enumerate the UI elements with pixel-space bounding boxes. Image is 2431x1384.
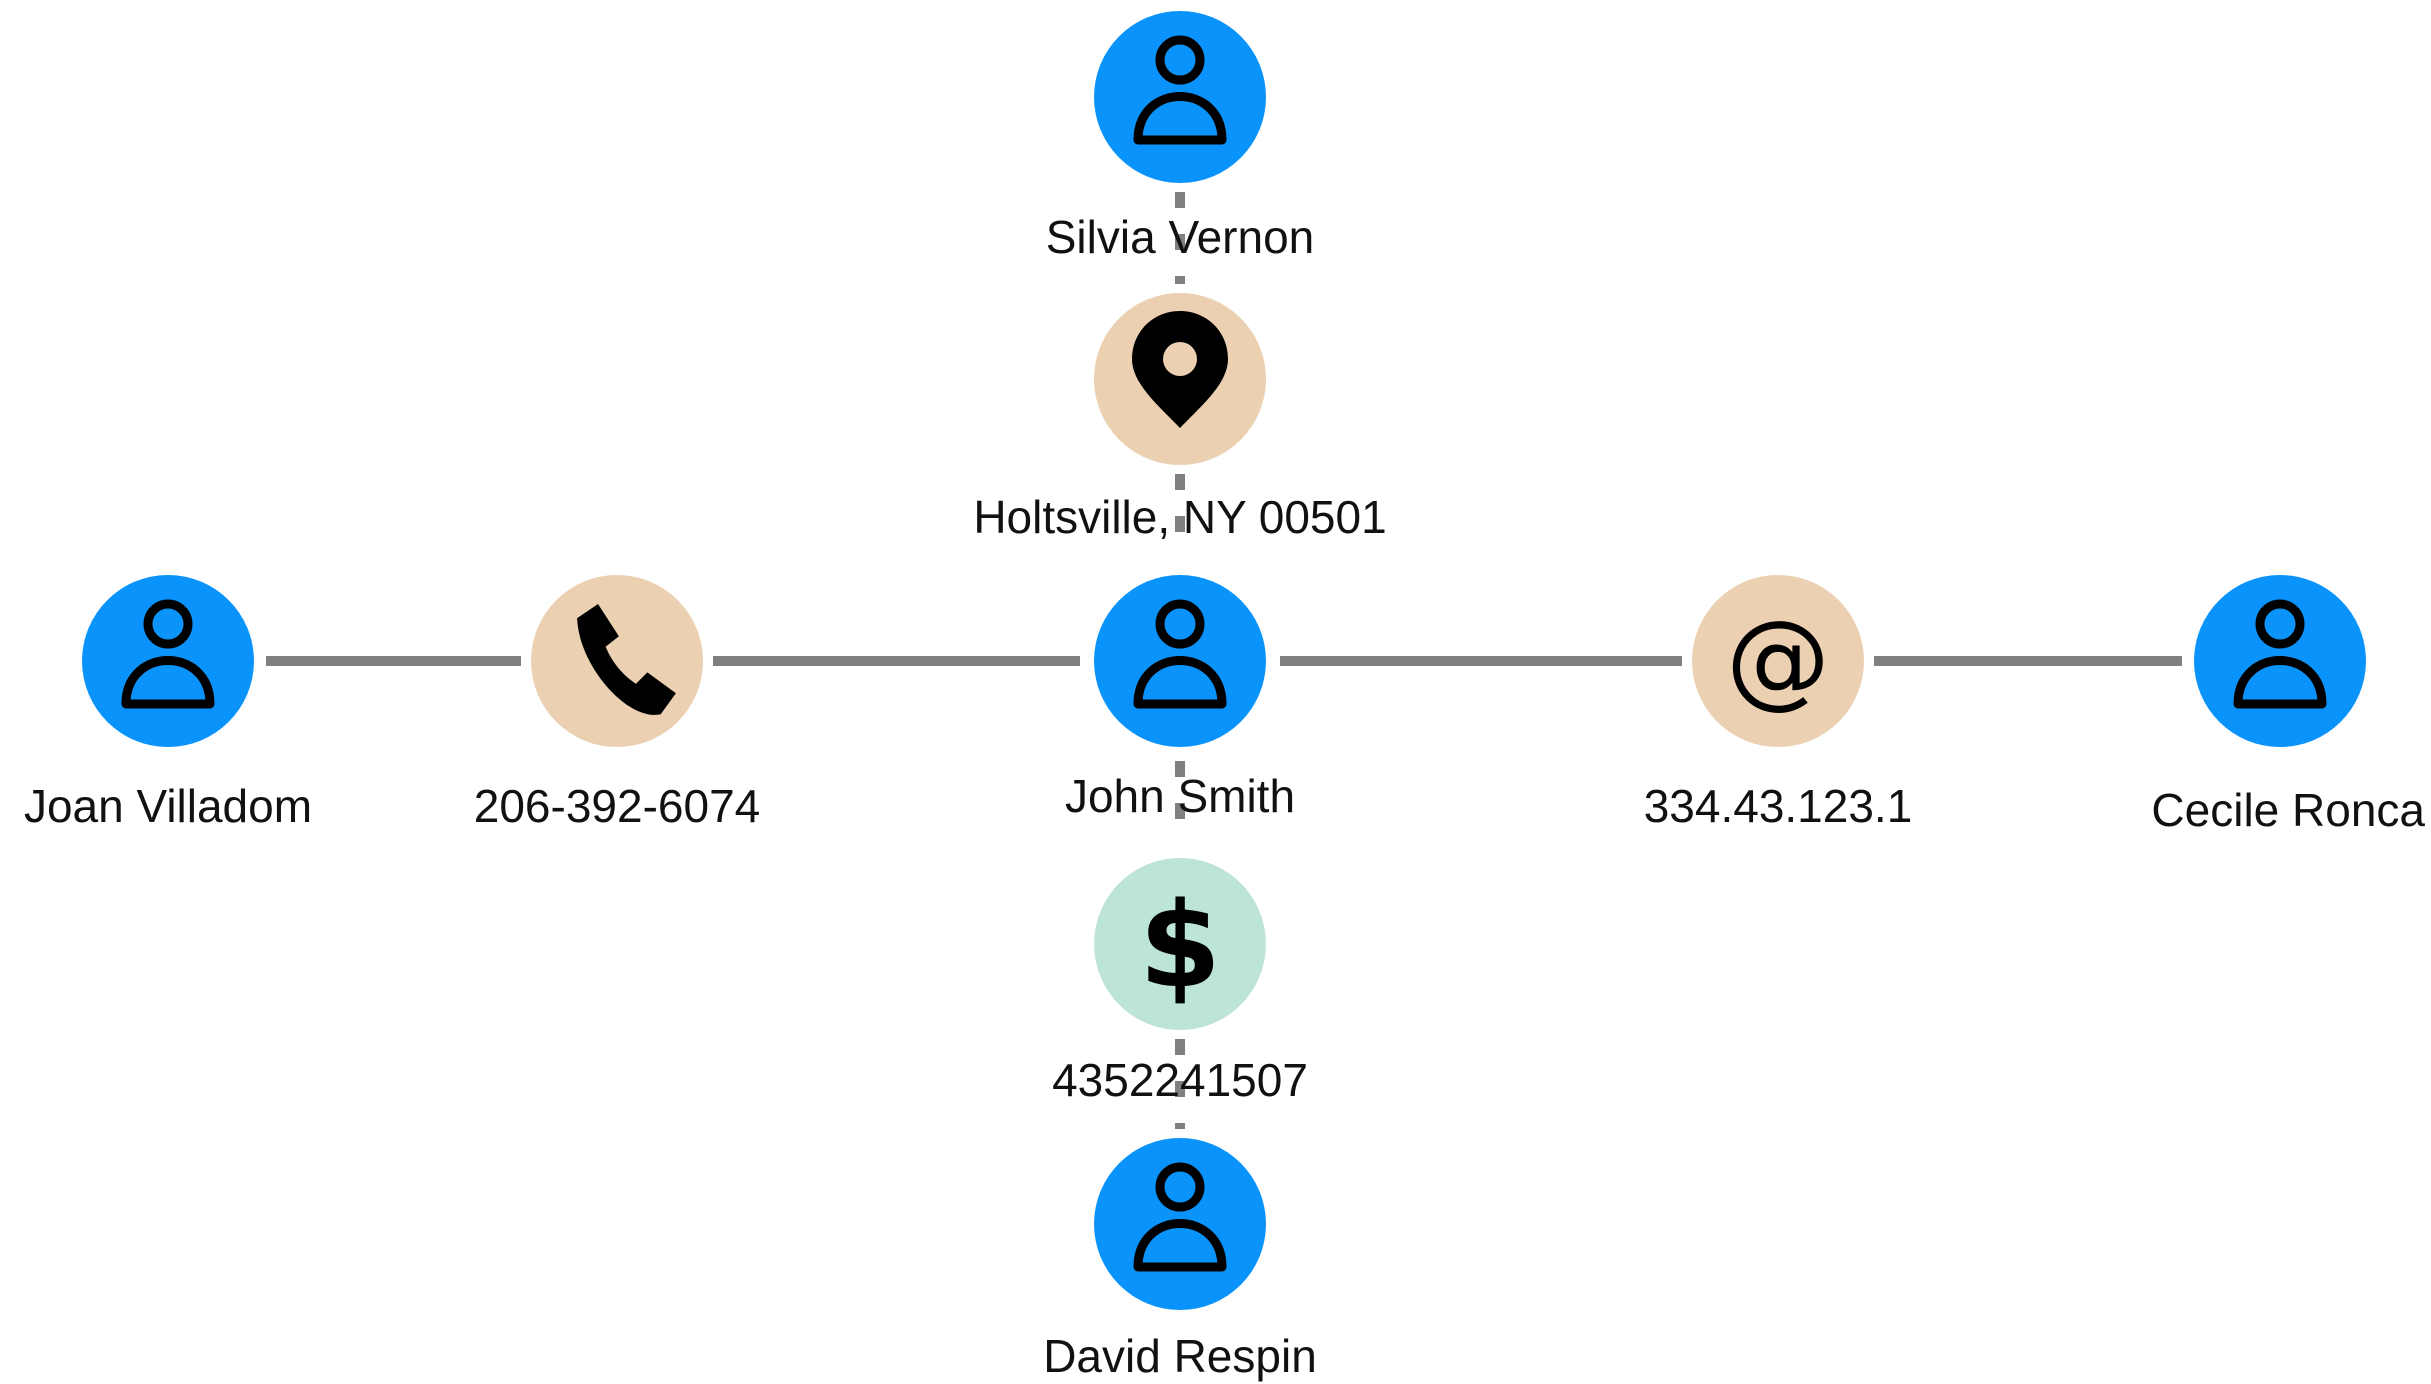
node-label-joan: Joan Villadom	[24, 780, 312, 832]
node-cecile[interactable]: Cecile Ronca	[2151, 575, 2425, 836]
at-sign-icon: @	[1726, 598, 1830, 720]
dollar-icon: $	[1139, 876, 1221, 1014]
node-silvia[interactable]: Silvia Vernon	[1046, 11, 1315, 263]
node-label-david: David Respin	[1043, 1330, 1317, 1382]
node-phone[interactable]: 206-392-6074	[474, 575, 760, 832]
node-joan[interactable]: Joan Villadom	[24, 575, 312, 832]
node-label-ip: 334.43.123.1	[1644, 780, 1913, 832]
node-address[interactable]: Holtsville, NY 00501	[973, 293, 1387, 543]
payment-node-circle[interactable]	[1094, 858, 1266, 1030]
attribute-node-circle[interactable]	[531, 575, 703, 747]
node-ip[interactable]: @334.43.123.1	[1644, 575, 1913, 832]
node-david[interactable]: David Respin	[1043, 1138, 1317, 1382]
node-label-cecile: Cecile Ronca	[2151, 784, 2425, 836]
node-label-john: John Smith	[1065, 770, 1295, 822]
attribute-node-circle[interactable]	[1692, 575, 1864, 747]
node-label-silvia: Silvia Vernon	[1046, 211, 1315, 263]
node-label-address: Holtsville, NY 00501	[973, 491, 1386, 543]
node-label-phone: 206-392-6074	[474, 780, 760, 832]
edges-layer	[266, 192, 2182, 1129]
node-label-account: 4352241507	[1052, 1054, 1308, 1106]
node-account[interactable]: $4352241507	[1052, 858, 1308, 1106]
node-john[interactable]: John Smith	[1065, 575, 1295, 822]
